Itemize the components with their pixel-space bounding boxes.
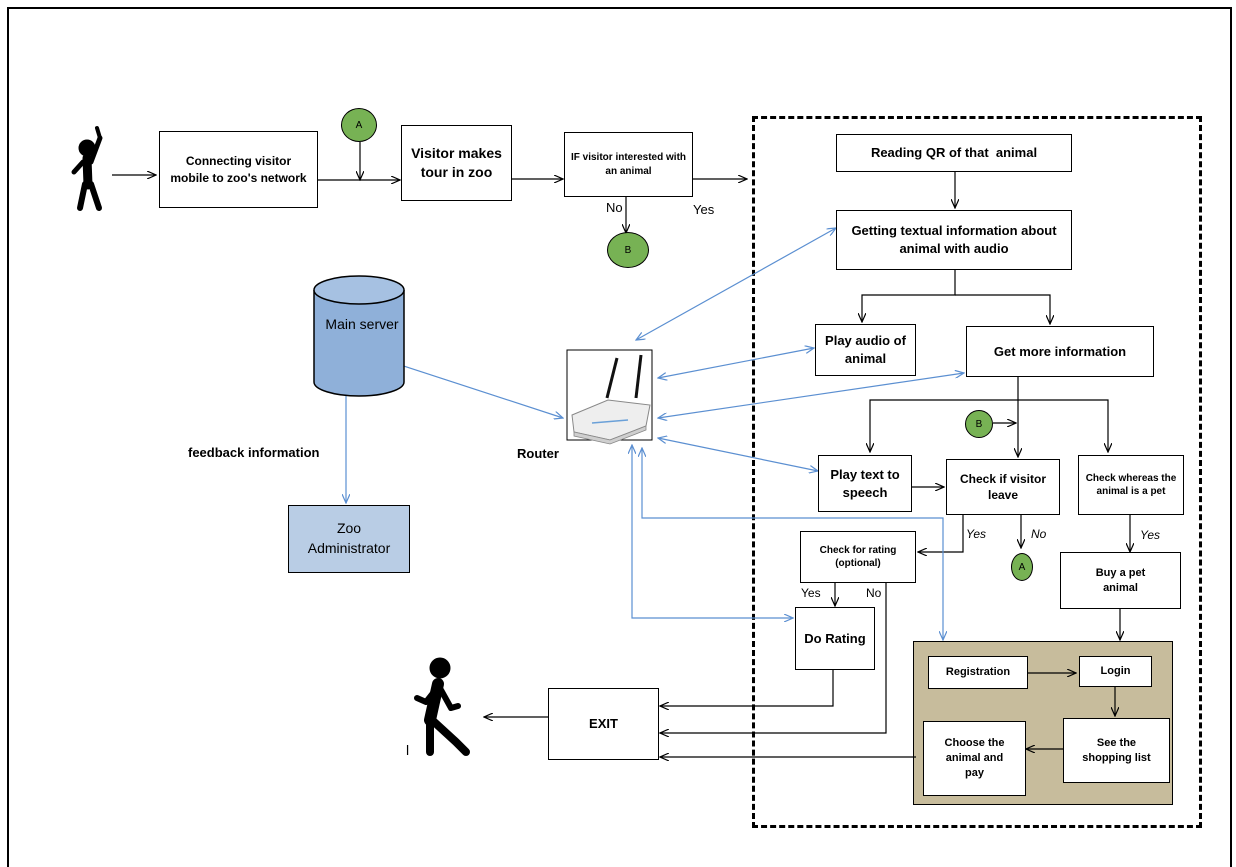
no-interest-label: No [606,200,623,215]
connector-a-bottom: A [1011,553,1033,581]
node-label: EXIT [589,716,618,732]
main-server-label: Main server [325,316,399,332]
shopping-list-box: See the shopping list [1063,718,1170,783]
yes-leave-label: Yes [966,527,987,541]
node-label: Choose the animal and pay [944,737,1005,779]
check-leave-box: Check if visitor leave [946,459,1060,515]
main-server-icon [313,275,405,397]
node-label: See the shopping list [1082,736,1151,764]
read-qr-box: Reading QR of that animal [836,134,1072,172]
connector-label: B [975,418,983,430]
more-info-box: Get more information [966,326,1154,377]
zoo-admin-box: Zoo Administrator [288,505,410,573]
connector-a-top: A [341,108,377,142]
walking-visitor-icon [414,657,470,756]
node-label: Reading QR of that animal [870,145,1038,161]
yes-rating-label: Yes [801,586,821,600]
visitor-tour-box: Visitor makes tour in zoo [401,125,512,201]
check-pet-box: Check whereas the animal is a pet [1078,455,1184,515]
connect-network-box: Connecting visitor mobile to zoo's netwo… [159,131,318,208]
node-label: Visitor makes tour in zoo [411,145,502,180]
login-box: Login [1079,656,1152,687]
yes-interest-label: Yes [693,202,715,217]
choose-pay-box: Choose the animal and pay [923,721,1026,796]
no-rating-label: No [866,586,882,600]
node-label: Getting textual information about animal… [851,223,1057,256]
node-label: Registration [945,666,1011,679]
router-icon [566,349,653,445]
text-to-speech-box: Play text to speech [818,455,912,512]
registration-box: Registration [928,656,1028,689]
textual-info-box: Getting textual information about animal… [836,210,1072,270]
node-label: Play text to speech [830,466,900,500]
node-label: IF visitor interested with an animal [570,152,687,177]
no-leave-label: No [1031,527,1047,541]
check-rating-box: Check for rating (optional) [800,531,916,583]
buy-pet-box: Buy a pet animal [1060,552,1181,609]
node-label: Check for rating (optional) [819,544,897,570]
node-label: Get more information [993,343,1127,359]
connector-label: A [1018,561,1026,573]
exit-box: EXIT [548,688,659,760]
waving-visitor-icon [71,126,103,211]
connector-b-right: B [965,410,993,438]
interest-decision-box: IF visitor interested with an animal [564,132,693,197]
play-audio-box: Play audio of animal [815,324,916,376]
connector-label: B [624,244,632,256]
node-label: Connecting visitor mobile to zoo's netwo… [170,154,307,185]
feedback-label: feedback information [188,445,320,460]
node-label: Play audio of animal [825,333,906,366]
node-label: Check whereas the animal is a pet [1085,472,1177,498]
connector-label: A [355,119,363,131]
stray-mark: l [406,742,410,758]
router-label: Router [517,446,559,461]
wireless-links [346,228,964,640]
node-label: Login [1100,665,1131,678]
node-label: Do Rating [804,630,866,646]
do-rating-box: Do Rating [795,607,875,670]
connector-b-mid: B [607,232,649,268]
yes-pet-label: Yes [1140,528,1161,542]
node-label: Zoo Administrator [307,520,391,556]
node-label: Buy a pet animal [1095,566,1146,594]
node-label: Check if visitor leave [959,471,1047,502]
